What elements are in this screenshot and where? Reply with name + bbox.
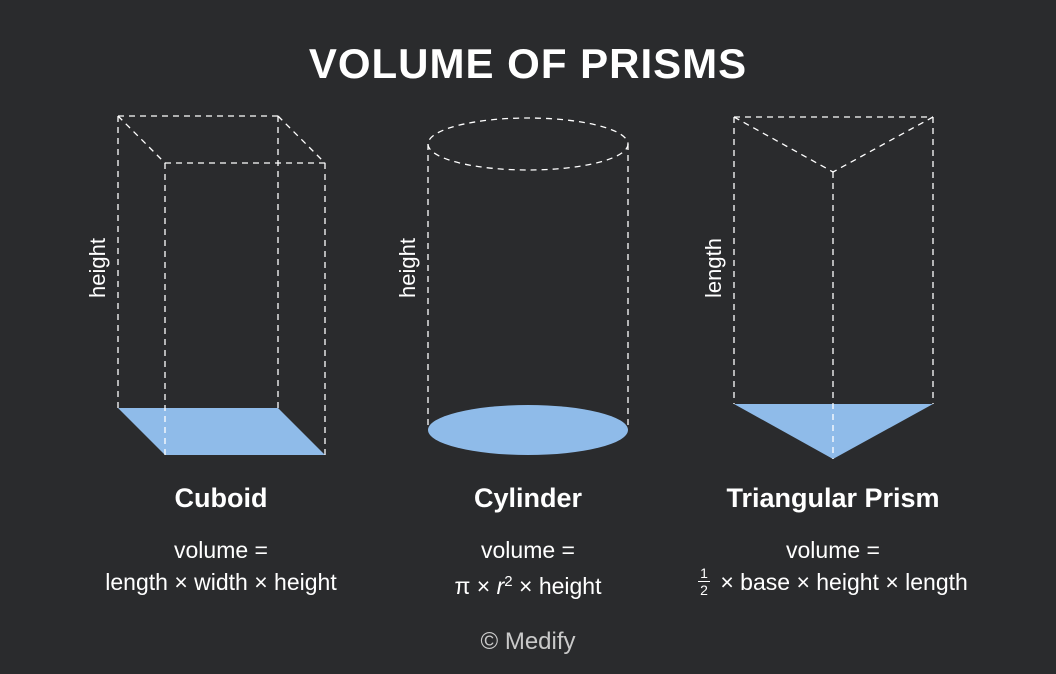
triangular-prism-base (734, 404, 933, 459)
prism-length-label: length (701, 238, 726, 298)
prism-formula-line1: volume = (786, 537, 880, 563)
cylinder-height-label: height (395, 238, 420, 298)
cuboid-height-label: height (85, 238, 110, 298)
cuboid-figure: height (85, 115, 326, 455)
cylinder-figure: height (395, 117, 629, 455)
cuboid-edge (277, 115, 326, 164)
pi-symbol: π (454, 573, 471, 599)
cuboid-caption: Cuboid volume = length × width × height (71, 480, 371, 598)
cuboid-name: Cuboid (174, 483, 268, 513)
cylinder-formula: volume = π × r2 × height (378, 534, 678, 602)
cylinder-base (428, 405, 628, 455)
fraction-numerator: 1 (698, 565, 710, 583)
cylinder-formula-line2: π × r2 × height (378, 566, 678, 602)
triangular-prism-name: Triangular Prism (726, 483, 940, 513)
cylinder-caption: Cylinder volume = π × r2 × height (378, 480, 678, 602)
cuboid-formula-line2: length × width × height (105, 569, 337, 595)
prism-edge (832, 116, 934, 173)
cuboid-formula-line1: volume = (174, 537, 268, 563)
cylinder-formula-line1: volume = (481, 537, 575, 563)
cuboid-edge (117, 115, 166, 164)
times-symbol: × (470, 573, 497, 599)
prism-edge (733, 116, 834, 173)
copyright-notice: © Medify (480, 628, 576, 655)
triangular-prism-figure: length (701, 116, 934, 459)
fraction-denominator: 2 (700, 582, 708, 599)
radius-symbol: r (496, 573, 505, 599)
cuboid-formula: volume = length × width × height (71, 534, 371, 598)
cuboid-base (118, 408, 325, 455)
radius-exponent: 2 (504, 573, 513, 590)
page-title: VOLUME OF PRISMS (308, 40, 748, 87)
cylinder-top (427, 117, 629, 171)
prism-formula-rest: × base × height × length (713, 569, 968, 595)
cylinder-name: Cylinder (473, 483, 583, 513)
cylinder-formula-rest: × height (512, 573, 602, 599)
